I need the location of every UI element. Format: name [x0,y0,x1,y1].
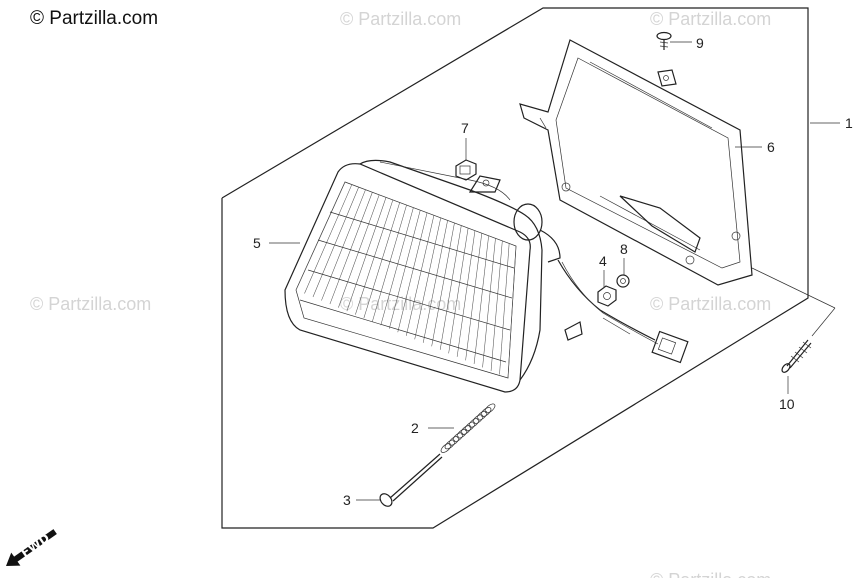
callout-7: 7 [461,120,469,136]
callout-6: 6 [767,139,775,155]
watermark: © Partzilla.com [650,9,772,29]
lens-hatch-line [372,204,407,322]
callout-9: 9 [696,35,704,51]
lens-hatch-line [397,212,428,333]
fwd-arrow-icon: FWD [6,529,57,566]
lens-hatch-line [295,181,346,291]
lens-hatch-line [439,225,462,350]
copyright-label: © Partzilla.com [30,8,159,29]
lens-hatch-line [448,228,469,354]
lens-hatch-line [312,187,359,298]
spring-coil [484,403,496,414]
spring-coil [472,414,484,425]
spring-coil [456,428,468,439]
lens-hatch-line [431,222,455,347]
watermark: © Partzilla.com [30,294,152,314]
watermark: © Partzilla.com [650,294,772,314]
callout-2: 2 [411,420,419,436]
lens-hatch-line [304,184,353,294]
spring-coil [448,435,460,446]
watermark: © Partzilla.com [650,570,771,578]
lens-hatch-line [456,230,476,357]
spring-coil [460,425,472,435]
callout-5: 5 [253,235,261,251]
wiring-harness [557,259,689,364]
lens-hatch-line [355,199,394,315]
lens-hatch-line [321,189,366,301]
headlight-case [519,39,753,286]
lens-hatch-line [329,192,373,305]
adjust-bolt-part-3 [379,453,443,507]
lens-hatch-line [414,217,442,340]
watermark: © Partzilla.com [340,9,462,29]
lens-hatch-line [465,233,483,361]
callout-4: 4 [599,253,607,269]
lens-hatch-line [338,194,380,308]
spring-coil [452,432,464,443]
spring-coil [440,443,452,453]
spring-part-2 [440,403,496,453]
fwd-label: FWD [18,531,52,560]
washer-part-8 [616,274,630,288]
nut-part-7 [455,159,477,181]
lens-hatch-line [405,215,435,336]
lens-hatch-line [499,243,510,375]
callout-leaders [269,41,840,501]
callout-8: 8 [620,241,628,257]
spring-coil [468,417,480,428]
lens-hatch-line [482,238,496,368]
lens-hatch-line [507,245,517,379]
assembly-boundary [221,7,809,529]
callout-1: 1 [845,115,853,131]
lens-hatch-line [490,240,503,371]
lens-hatch-line [363,202,400,319]
spring-coil [444,439,456,450]
spring-coil [464,421,476,432]
lens-hatch-line [473,235,489,364]
spring-coil [480,407,492,417]
lens-hatch-line [380,207,414,326]
headlight-unit [284,159,583,393]
screw-part-10 [781,339,812,373]
watermark: © Partzilla.com [340,294,462,314]
lens-hatch-line [422,220,448,343]
spring-coil [476,410,488,421]
callout-3: 3 [343,492,351,508]
callout-10: 10 [779,396,795,412]
lens-hatch-line [389,210,421,329]
screw-part-9 [656,31,672,50]
nut-part-4 [597,285,617,307]
